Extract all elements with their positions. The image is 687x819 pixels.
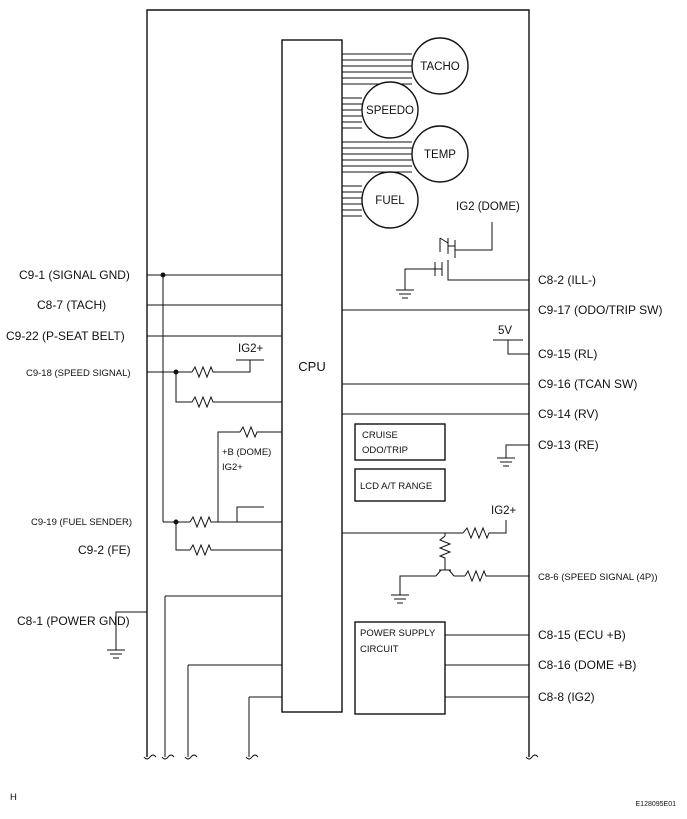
- footer-left-mark: H: [10, 792, 17, 803]
- five-v-label: 5V: [498, 325, 512, 337]
- cruise-label: CRUISE: [362, 430, 398, 441]
- cruise-odo-trip-block: [354, 423, 446, 461]
- pin-c9-18-label: C9-18 (SPEED SIGNAL): [26, 368, 131, 379]
- fuel-gauge: [361, 171, 419, 229]
- b-dome-label: +B (DOME): [222, 447, 271, 458]
- pin-c9-13-label: C9-13 (RE): [538, 438, 599, 452]
- temp-label: TEMP: [424, 149, 456, 161]
- ill-transistor-circuit: [396, 222, 529, 299]
- ig2-dome-label: IG2 (DOME): [456, 201, 520, 213]
- ig2-plus-right-label: IG2+: [491, 505, 517, 517]
- figure-code: E128095E01: [636, 801, 677, 808]
- circuit-label: CIRCUIT: [360, 644, 399, 655]
- lcd-at-range-block: [354, 468, 446, 502]
- pin-c8-2-label: C8-2 (ILL-): [538, 273, 596, 287]
- pin-c8-7-label: C8-7 (TACH): [37, 298, 106, 312]
- power-supply-circuit-block: [354, 621, 446, 715]
- pin-c9-15-label: C9-15 (RL): [538, 347, 597, 361]
- cpu-block: [281, 39, 343, 713]
- temp-signal-lines: [342, 141, 412, 173]
- pin-c8-1-label: C8-1 (POWER GND): [17, 614, 130, 628]
- pin-c9-16-label: C9-16 (TCAN SW): [538, 377, 637, 391]
- cpu-label: CPU: [298, 359, 325, 374]
- pin-c9-19-label: C9-19 (FUEL SENDER): [31, 517, 132, 528]
- fuel-signal-lines: [342, 185, 362, 217]
- pin-c9-17-label: C9-17 (ODO/TRIP SW): [538, 303, 662, 317]
- pin-c8-16-label: C8-16 (DOME +B): [538, 658, 636, 672]
- pin-c8-15-label: C8-15 (ECU +B): [538, 628, 626, 642]
- speed-signal-output-circuit: [342, 520, 529, 604]
- right-side-wiring: [342, 309, 529, 467]
- fuel-label: FUEL: [375, 195, 405, 207]
- speedo-gauge: [361, 81, 419, 139]
- tacho-gauge: [411, 37, 469, 95]
- pin-c9-14-label: C9-14 (RV): [538, 407, 598, 421]
- tacho-signal-lines: [342, 53, 412, 85]
- ig2-plus-left-label: IG2+: [238, 343, 264, 355]
- speedo-label: SPEEDO: [366, 105, 414, 117]
- lcd-at-range-label: LCD A/T RANGE: [360, 481, 432, 492]
- left-side-wiring: [107, 272, 282, 757]
- speedo-signal-lines: [342, 97, 362, 129]
- pin-c9-1-label: C9-1 (SIGNAL GND): [19, 268, 130, 282]
- pin-c9-22-label: C9-22 (P-SEAT BELT): [6, 329, 125, 343]
- pin-c8-6-label: C8-6 (SPEED SIGNAL (4P)): [538, 572, 657, 583]
- wire-break-marks: [143, 754, 539, 760]
- tacho-label: TACHO: [420, 61, 459, 73]
- power-supply-wiring: [445, 634, 529, 698]
- power-supply-label: POWER SUPPLY: [360, 628, 436, 639]
- odo-trip-label: ODO/TRIP: [362, 445, 408, 456]
- pin-c8-8-label: C8-8 (IG2): [538, 690, 595, 704]
- pin-c9-2-label: C9-2 (FE): [78, 543, 131, 557]
- ig2-plus-small-label: IG2+: [222, 462, 243, 473]
- temp-gauge: [411, 125, 469, 183]
